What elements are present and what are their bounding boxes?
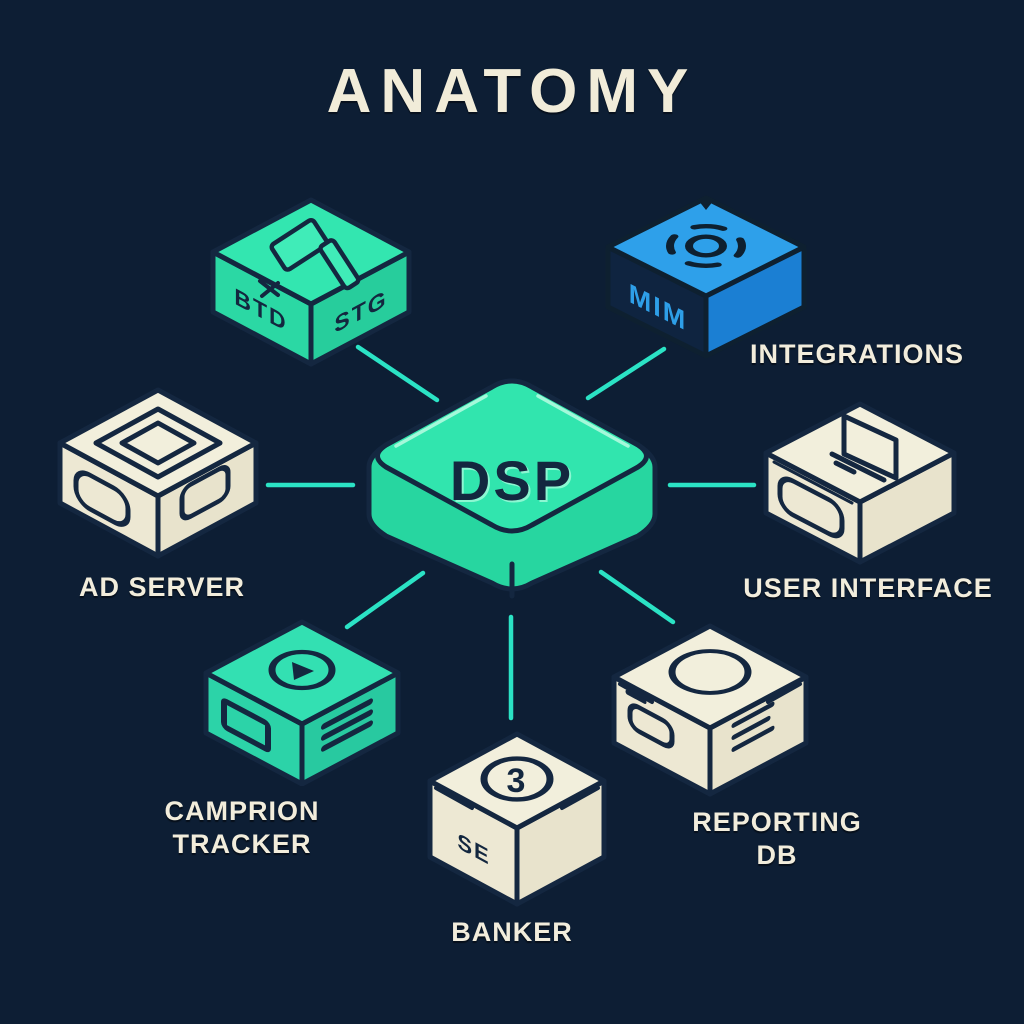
ellipse-icon	[668, 649, 752, 695]
node-user-interface	[758, 396, 962, 568]
node-campaign-tracker	[198, 614, 406, 786]
page-title: ANATOMY	[326, 57, 698, 126]
triangle-mark-icon	[698, 200, 714, 210]
banker-face-top-text: 3	[507, 762, 528, 800]
campaign-tracker-label-line2: TRACKER	[172, 829, 312, 859]
scissors-mark-icon	[258, 279, 280, 298]
reporting-db-label-line1: REPORTING	[692, 807, 862, 837]
node-dsp: DSP DSP	[358, 368, 666, 618]
campaign-tracker-label-line1: CAMPRION	[164, 796, 320, 826]
svg-text:DSP: DSP	[452, 451, 576, 514]
connector-integrations-dsp	[585, 346, 667, 401]
play-triangle-icon	[292, 662, 314, 680]
gear-icon	[666, 223, 746, 269]
connector-dsp-tracker	[344, 570, 426, 630]
nested-diamonds-icon	[93, 406, 223, 480]
rounded-slot-left-icon	[73, 470, 131, 527]
node-reporting-db	[606, 618, 814, 802]
target-circle-icon	[268, 649, 336, 691]
node-banker: 3 SE	[422, 726, 612, 912]
user-interface-label: USER INTERFACE	[743, 573, 993, 603]
node-ad-server	[52, 382, 264, 562]
campaign-tracker-label: CAMPRION TRACKER	[117, 795, 367, 861]
reporting-db-label-line2: DB	[756, 840, 798, 870]
banker-label: BANKER	[451, 917, 573, 947]
connector-dsp-reporting	[598, 569, 676, 625]
menu-lines-icon	[321, 698, 373, 752]
node-bid-box: BTD STG	[205, 192, 417, 370]
node-integrations: MIM	[600, 190, 812, 362]
reporting-db-label: REPORTING DB	[652, 806, 902, 872]
gavel-icon	[269, 217, 361, 291]
db-glyph-right-icon	[731, 701, 775, 752]
rounded-slot-right-icon	[179, 465, 231, 521]
circle-badge-icon	[480, 756, 554, 802]
dsp-label: DSP	[450, 449, 574, 512]
tag-rect-icon	[221, 698, 271, 753]
laptop-icon	[829, 413, 899, 483]
connector-bid-dsp	[355, 344, 440, 403]
ad-server-label: AD SERVER	[78, 572, 246, 602]
rounded-slot-icon	[777, 476, 845, 539]
integrations-label: INTEGRATIONS	[750, 339, 964, 369]
db-glyph-left-icon	[625, 689, 675, 749]
dsp-box-icon: DSP DSP	[366, 378, 658, 599]
